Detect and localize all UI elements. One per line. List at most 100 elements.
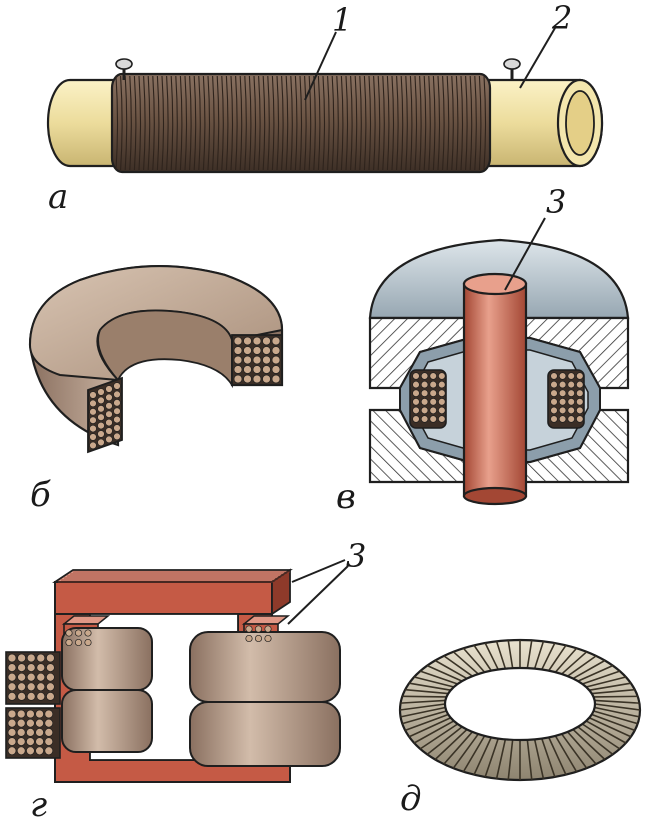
wire-dot [429,398,437,406]
toroid-turn [533,739,545,779]
winding-turn [235,75,238,171]
leader-2 [519,27,556,89]
wire-dot [35,718,44,728]
wire-dot [17,672,26,682]
wire-dot [438,372,446,380]
winding-turn [294,75,298,171]
wire-dot [550,398,558,406]
wire-dot [46,672,55,682]
winding-turn [386,75,390,171]
toroid-turn [554,647,578,673]
wire-dot [7,746,17,756]
wire-dot [576,380,584,389]
wire-dot [271,374,281,384]
coil-wire-grid [7,625,272,756]
wire-dot [97,438,105,447]
wire-dot [271,346,281,355]
wire-dot [7,653,17,663]
wire-dot [567,380,575,389]
toroid-turn [413,676,455,688]
wire-dot [46,692,55,701]
wire-dot [113,382,121,390]
wire-dot [84,629,92,637]
wire-dot [36,672,46,682]
toroid-turn [462,735,486,773]
wire-dot [438,389,446,397]
toroid-turn [473,736,493,776]
wire-dot [89,433,97,441]
terminal-right [503,58,521,80]
wire-dot [252,346,262,355]
wire-dot [105,410,113,418]
wire-dot [558,415,567,423]
wire-dot [412,406,420,415]
wire-dot [429,406,437,415]
toroid-turn [484,738,499,778]
wire-dot [243,346,252,355]
toroid-turn [594,706,640,718]
winding-turn [363,75,367,171]
winding-turn [469,75,473,171]
winding-turn [414,75,418,171]
toroid-turn [408,717,452,738]
toroid-turn [526,739,533,780]
winding-turn [391,75,395,171]
wire-dot [558,380,567,389]
winding-turn [230,75,234,171]
label-3-v: 3 [546,183,567,221]
toroid-turn [434,728,468,761]
wire-dot [558,372,567,380]
wire-dot [36,682,46,692]
wire-dot [26,682,36,692]
label-b: б [30,475,51,515]
toroid-turn [594,703,641,711]
wire-dot [7,663,17,672]
wire-dot [16,709,26,719]
wire-dot [420,415,429,423]
winding-turn [396,75,399,171]
wire-dot [254,634,263,643]
winding-turn [428,75,431,171]
toroid-turn [585,720,627,744]
wire-dot [271,355,281,365]
toroid-turn [507,739,514,780]
winding-turn [419,75,422,171]
wire-dot [243,355,252,365]
winding-turn [368,75,372,171]
wire-dot [44,737,54,746]
winding-turn [336,75,339,171]
wire-dot [550,389,558,397]
winding-turn [193,75,197,171]
label-3-g: 3 [346,537,367,575]
toroid-turn [484,642,499,670]
toroid-turn [473,644,492,672]
winding-turn [198,75,201,171]
wire-dot [7,672,17,682]
winding-turn [129,75,132,171]
toroid-turn [402,695,447,698]
figure-v-pot-core [368,217,630,506]
toroid-turn [404,713,449,732]
wire-dot [429,415,437,423]
coil-right-upper [189,631,341,703]
toroid-turn [443,655,473,677]
toroid-turn [426,664,463,682]
wire-dot [7,728,17,737]
toroid-turn [581,723,621,750]
wire-dot [97,421,105,430]
toroid-turn [541,642,556,670]
wire-dot [233,355,243,365]
toroid-turn [413,720,455,744]
winding-turn [262,75,266,171]
winding-turn [216,75,220,171]
wire-dot [233,365,243,374]
wire-dot [89,391,97,399]
wire-dot [233,336,243,346]
winding-turn [212,75,215,171]
wire-dot [262,355,271,365]
winding-turn [409,75,413,171]
wire-dot [113,407,121,415]
toroid-turn [547,736,567,776]
winding-turn [225,75,229,171]
winding-turn [377,75,381,171]
